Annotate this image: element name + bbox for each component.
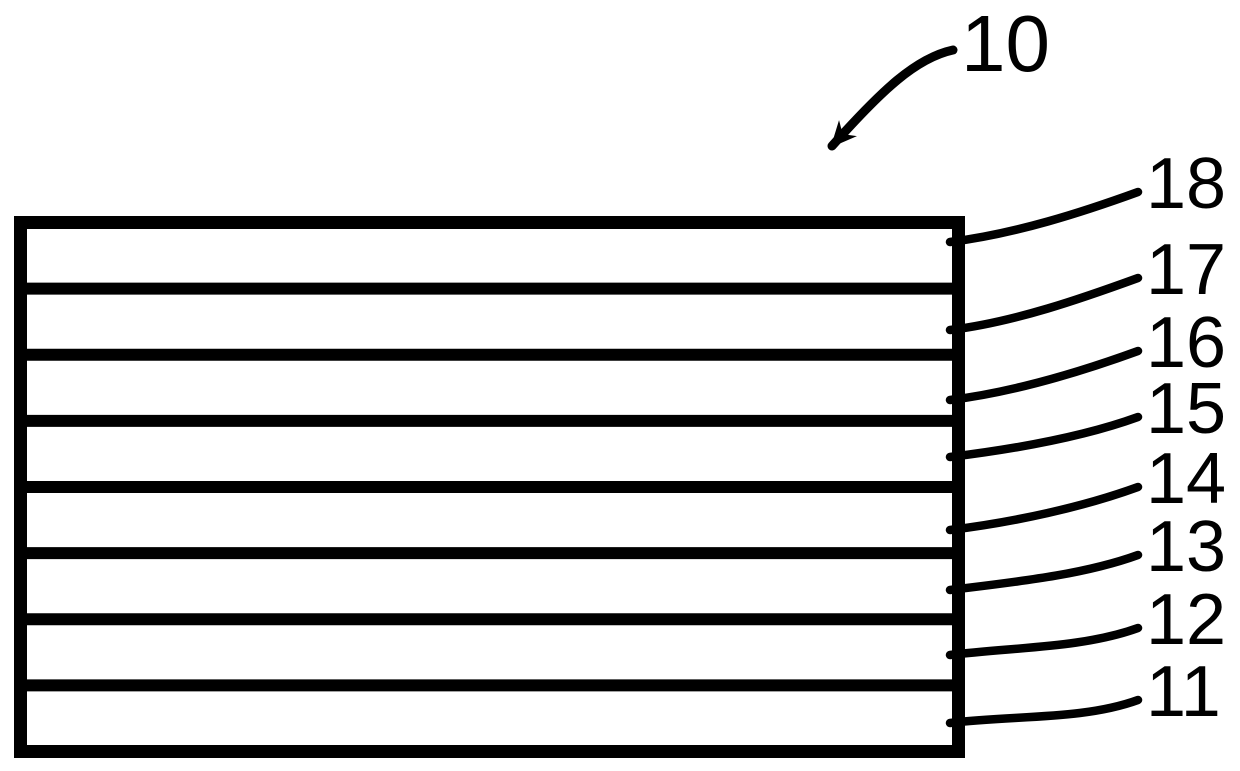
layer-dividers [14, 282, 965, 692]
layer-label-12: 12 [1146, 580, 1226, 660]
layer-label-13: 13 [1146, 507, 1226, 587]
layer-label-18: 18 [1146, 144, 1226, 224]
leader-line-12 [945, 623, 1143, 660]
leader-lines [945, 187, 1143, 728]
layer-label-17: 17 [1146, 230, 1226, 310]
leader-line-11 [945, 695, 1143, 728]
leader-line-16 [945, 346, 1143, 405]
leader-line-14 [945, 482, 1143, 535]
layer-label-16: 16 [1146, 303, 1226, 383]
layer-label-14: 14 [1146, 439, 1226, 519]
leader-line-17 [945, 273, 1143, 335]
layer-label-15: 15 [1146, 369, 1226, 449]
assembly-arrow-icon [827, 45, 958, 151]
leader-line-15 [945, 412, 1143, 462]
assembly-label: 10 [961, 0, 1050, 88]
layer-label-11: 11 [1146, 652, 1221, 732]
leader-line-18 [945, 187, 1143, 247]
leader-line-13 [945, 550, 1143, 595]
